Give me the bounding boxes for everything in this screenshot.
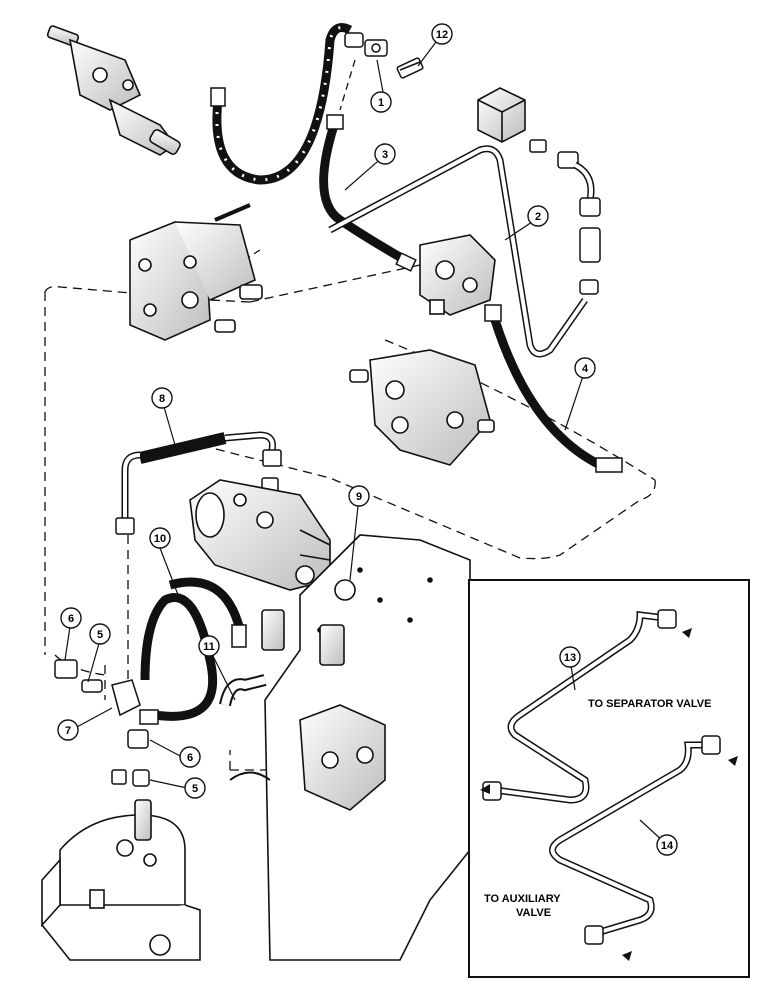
svg-text:5: 5 [192, 783, 198, 795]
callout-5-upper: 5 [89, 623, 111, 645]
callout-13: 13 [559, 646, 581, 668]
svg-text:3: 3 [382, 149, 388, 161]
tube-14-nut-bottom [584, 925, 604, 945]
hose-4 [490, 318, 603, 470]
mounting-bracket-valve [129, 203, 263, 341]
callout-8: 8 [151, 387, 173, 409]
callout-5-lower: 5 [184, 777, 206, 799]
svg-text:1: 1 [378, 97, 384, 109]
svg-text:9: 9 [356, 491, 362, 503]
svg-text:6: 6 [187, 752, 193, 764]
tee-fitting [344, 32, 388, 57]
svg-text:6: 6 [68, 613, 74, 625]
svg-text:7: 7 [65, 725, 71, 737]
svg-text:12: 12 [436, 29, 448, 41]
svg-text:10: 10 [154, 533, 166, 545]
callout-3: 3 [374, 143, 396, 165]
label-to-auxiliary-valve-line2: VALVE [516, 907, 551, 919]
callout-12: 12 [431, 23, 453, 45]
control-valve-right [349, 349, 495, 466]
fittings-group-left [54, 659, 150, 787]
callout-6-upper: 6 [60, 607, 82, 629]
assembly-dashed-boundary [44, 264, 656, 655]
junction-block [477, 87, 526, 143]
callout-11: 11 [198, 635, 220, 657]
svg-text:13: 13 [564, 652, 576, 664]
hydraulic-pump [189, 479, 331, 591]
callout-1: 1 [370, 91, 392, 113]
control-valve-center [419, 234, 496, 316]
tube-14-nut-top [701, 735, 721, 755]
seal-ring [229, 771, 271, 781]
label-to-separator-valve: TO SEPARATOR VALVE [588, 698, 711, 710]
top-left-valve [46, 25, 181, 156]
arrow-icon [480, 784, 490, 794]
label-to-auxiliary-valve-line1: TO AUXILIARY [484, 893, 561, 905]
hose-8 [138, 432, 227, 464]
arrow-icon [682, 628, 692, 638]
tube-13-nut-top [657, 609, 677, 629]
adapter-fitting-12 [396, 57, 424, 79]
callout-4: 4 [574, 357, 596, 379]
right-elbow-tube [529, 139, 601, 295]
callout-10: 10 [149, 527, 171, 549]
callout-14: 14 [656, 834, 678, 856]
svg-text:11: 11 [203, 641, 215, 653]
inset-box: 13 14 TO SEPARATOR VALVE TO AUXILIARY VA… [468, 579, 750, 978]
callout-7: 7 [57, 719, 79, 741]
top-u-hose [212, 23, 353, 185]
svg-text:8: 8 [159, 393, 165, 405]
svg-text:2: 2 [535, 211, 541, 223]
hose-10 [140, 577, 245, 721]
top-u-hose-fitting [210, 87, 226, 107]
filter-housing [41, 799, 201, 961]
filter-head [261, 609, 386, 811]
arrow-icon [728, 756, 738, 766]
arrow-icon [622, 951, 632, 961]
svg-text:4: 4 [582, 363, 589, 375]
svg-text:5: 5 [97, 629, 103, 641]
callout-2: 2 [527, 205, 549, 227]
svg-text:14: 14 [661, 840, 674, 852]
callout-6-lower: 6 [179, 746, 201, 768]
callout-9: 9 [348, 485, 370, 507]
hose-3 [319, 120, 408, 264]
